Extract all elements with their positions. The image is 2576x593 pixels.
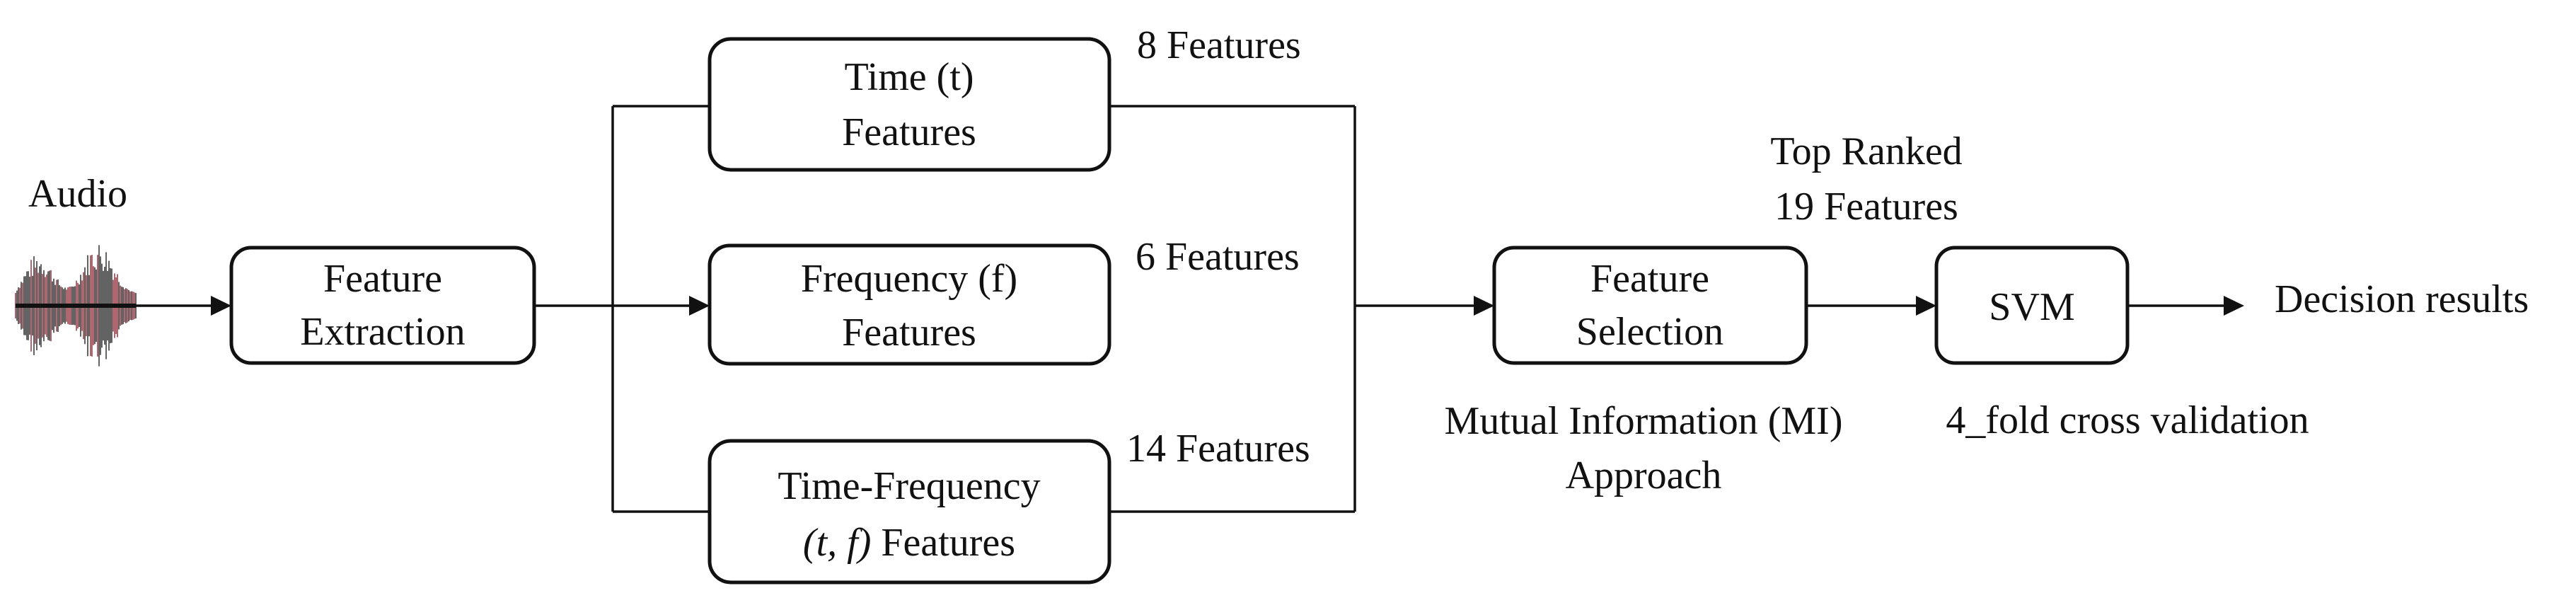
audio-label: Audio [28, 172, 127, 216]
time-features-line1: Time (t) [844, 55, 974, 99]
connectors [134, 105, 2244, 513]
feature-extraction-line1: Feature [323, 257, 442, 301]
svm-label: SVM [1989, 285, 2074, 329]
time-frequency-rest: Features [871, 521, 1015, 565]
feature-extraction-line2: Extraction [300, 310, 465, 354]
decision-results-label: Decision results [2275, 277, 2529, 321]
arrowhead-results [2224, 296, 2244, 316]
top-ranked-line2: 19 Features [1774, 185, 1958, 229]
audio-waveform-icon [15, 245, 137, 367]
feature-selection-line1: Feature [1590, 257, 1709, 301]
svm-node: SVM [1934, 246, 2130, 365]
time-features-node: Time (t) Features [707, 37, 1111, 172]
feature-extraction-node: Feature Extraction [229, 246, 536, 365]
feature-selection-line2: Selection [1576, 310, 1723, 354]
time-frequency-math: (t, f) [803, 521, 871, 565]
frequency-features-count: 6 Features [1136, 235, 1300, 279]
frequency-features-line2: Features [842, 311, 976, 355]
time-frequency-features-count: 14 Features [1126, 427, 1310, 471]
arrowhead-frequency [689, 296, 710, 316]
frequency-features-node: Frequency (f) Features [707, 243, 1111, 366]
arrowhead-svm [1916, 296, 1936, 316]
svm-validation-label: 4_fold cross validation [1946, 398, 2309, 442]
arrowhead-selection [1474, 296, 1494, 316]
arrowhead-extraction [211, 296, 231, 316]
time-features-count: 8 Features [1137, 23, 1301, 67]
feature-selection-node: Feature Selection [1492, 246, 1808, 365]
selection-method-line1: Mutual Information (MI) [1445, 399, 1843, 443]
selection-method-line2: Approach [1566, 454, 1722, 497]
time-frequency-features-line1: Time-Frequency [778, 464, 1040, 508]
time-frequency-features-line2: (t, f) Features [803, 521, 1015, 565]
frequency-features-line1: Frequency (f) [801, 257, 1017, 301]
time-features-line2: Features [842, 110, 976, 154]
time-frequency-features-node: Time-Frequency (t, f) Features [707, 439, 1111, 585]
top-ranked-line1: Top Ranked [1770, 129, 1962, 173]
